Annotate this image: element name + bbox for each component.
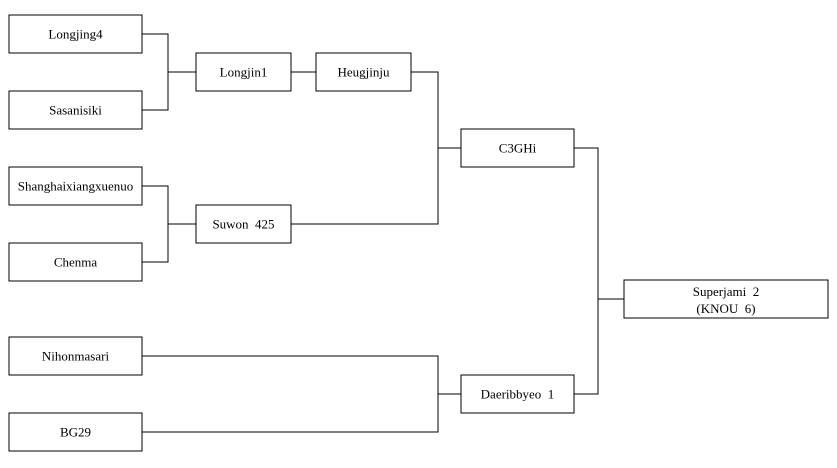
node-label: Heugjinju — [338, 65, 390, 80]
node-label-line2: (KNOU 6) — [696, 301, 755, 316]
node-nihonmasari: Nihonmasari — [8, 336, 143, 376]
node-daeribbyeo1: Daeribbyeo 1 — [460, 374, 575, 414]
node-c3ghi: C3GHi — [460, 128, 575, 168]
edge-heugjinju-suwon425-to-c3ghi — [291, 71, 461, 225]
node-suwon425: Suwon 425 — [195, 204, 292, 244]
node-label: Suwon 425 — [212, 217, 274, 232]
node-label: Shanghaixiangxuenuo — [18, 179, 134, 194]
node-longjin1: Longjin1 — [195, 52, 292, 92]
node-shanghaixiangxuenuo: Shanghaixiangxuenuo — [8, 166, 143, 206]
edge-shanghai-chenma-to-suwon425 — [142, 185, 196, 263]
node-heugjinju: Heugjinju — [315, 52, 412, 92]
node-sasanisiki: Sasanisiki — [8, 90, 143, 130]
node-label: Sasanisiki — [49, 103, 102, 118]
node-superjami2: Superjami 2 (KNOU 6) — [623, 279, 829, 319]
node-bg29: BG29 — [8, 412, 143, 452]
node-label: Chenma — [54, 255, 98, 270]
node-label: C3GHi — [499, 141, 537, 156]
node-label: Longjing4 — [48, 27, 103, 42]
node-label: Daeribbyeo 1 — [481, 387, 555, 402]
edge-nihonmasari-bg29-to-daeribbyeo1 — [142, 355, 461, 433]
node-longjing4: Longjing4 — [8, 14, 143, 54]
edge-c3ghi-daeribbyeo1-to-superjami2 — [574, 147, 624, 395]
node-chenma: Chenma — [8, 242, 143, 282]
connectors — [142, 33, 624, 433]
node-label-line1: Superjami 2 — [693, 284, 759, 299]
node-label: BG29 — [60, 425, 91, 440]
node-label: Longjin1 — [220, 65, 268, 80]
edge-longjing4-sasanisiki-to-longjin1 — [142, 33, 196, 111]
node-label: Nihonmasari — [42, 349, 110, 364]
